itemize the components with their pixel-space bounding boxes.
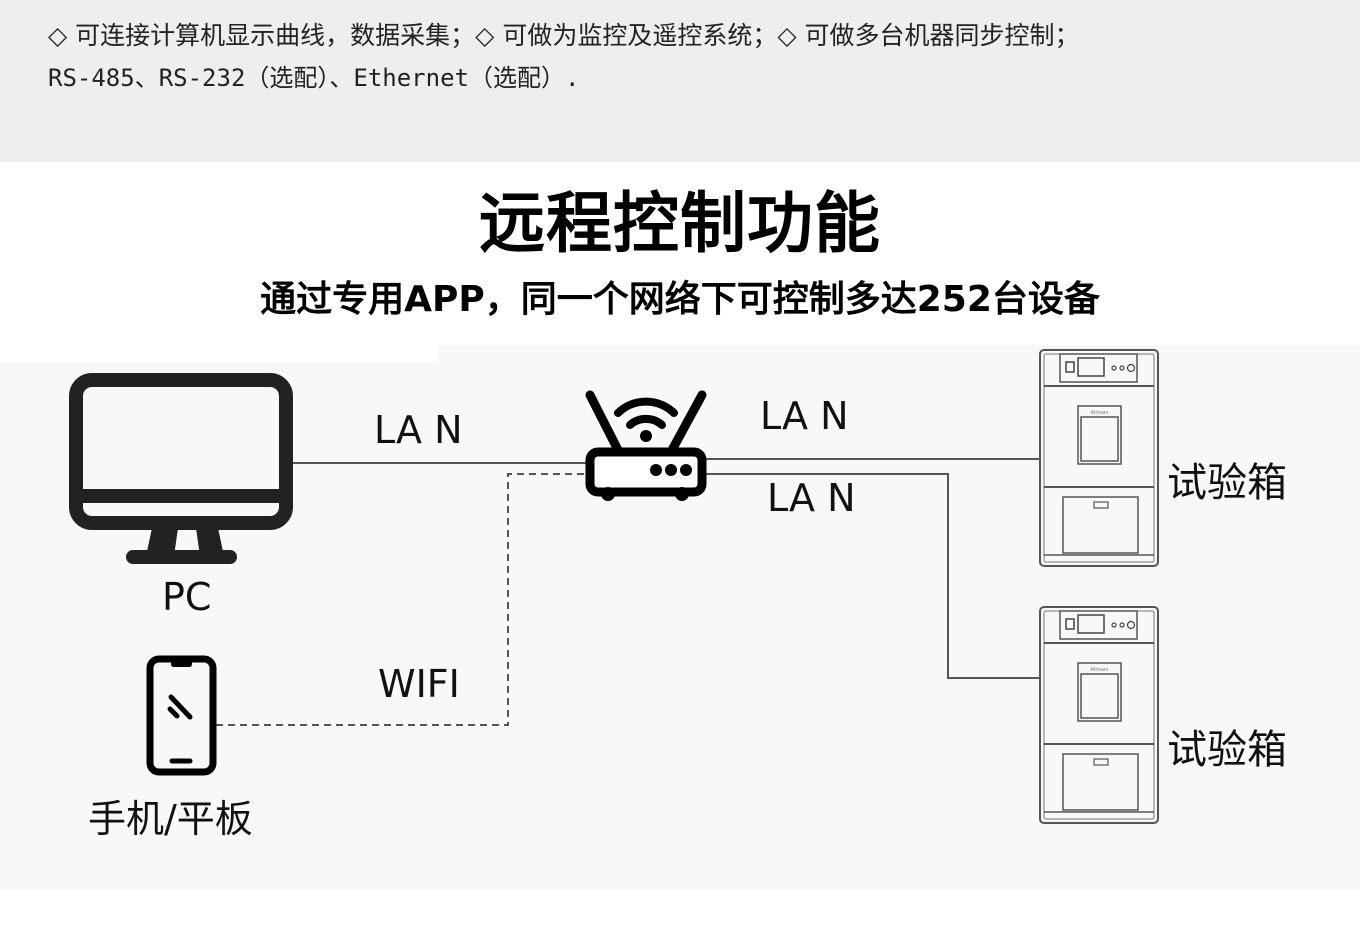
phone-tablet-label: 手机/平板: [88, 797, 253, 841]
monitor-icon: [69, 373, 293, 564]
lan-line-router-chamber-2: [704, 473, 1040, 679]
page-subtitle: 通过专用APP，同一个网络下可控制多达252台设备: [260, 279, 1100, 320]
spec-features-line: ◇ 可连接计算机显示曲线，数据采集；◇ 可做为监控及遥控系统；◇ 可做多台机器同…: [48, 21, 1080, 50]
chamber-label-2: 试验箱: [1167, 727, 1287, 773]
test-chamber-icon: Atmars: [1039, 606, 1159, 824]
chamber-label-1: 试验箱: [1167, 460, 1287, 506]
router-icon: [585, 390, 707, 501]
lan-pc-label: LA N: [374, 408, 463, 452]
lan-bottom-label: LA N: [767, 476, 856, 520]
page-title: 远程控制功能: [479, 185, 881, 262]
chamber-brand: Atmars: [1091, 667, 1109, 673]
smartphone-icon: [146, 655, 217, 776]
spec-band: [0, 0, 1360, 162]
lan-top-label: LA N: [760, 394, 849, 438]
pc-label: PC: [162, 575, 212, 619]
chamber-brand: Atmars: [1091, 410, 1109, 416]
wifi-label: WIFI: [378, 662, 460, 706]
spec-interfaces-line: RS-485、RS-232（选配）、Ethernet（选配）.: [48, 64, 580, 92]
test-chamber-icon: Atmars: [1039, 349, 1159, 567]
wifi-dashed-line: [216, 473, 588, 726]
